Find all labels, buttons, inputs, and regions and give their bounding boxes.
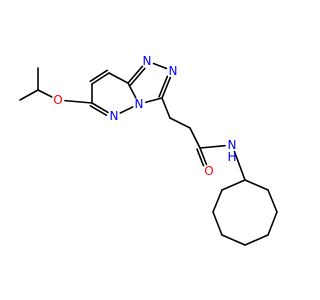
bond-18 xyxy=(199,144,226,149)
bond-17 xyxy=(199,147,208,166)
bond-ring-4 xyxy=(221,234,246,246)
atom-o-ether: O xyxy=(53,93,62,107)
bond-3-double xyxy=(89,104,108,116)
bond-7 xyxy=(152,62,168,70)
bond-1-double xyxy=(89,69,109,83)
atom-n-amide: N xyxy=(228,138,237,152)
bond-ring-7 xyxy=(221,179,246,191)
bond-11 xyxy=(37,89,53,98)
bond-1 xyxy=(91,72,110,85)
bond-14 xyxy=(161,97,171,119)
bond-12 xyxy=(19,89,39,101)
bond-ring-2 xyxy=(267,211,278,236)
bond-ring-1 xyxy=(267,189,278,213)
atom-h-amide: H xyxy=(227,150,236,164)
bond-lines xyxy=(19,62,278,246)
bond-amide-ring xyxy=(233,150,246,181)
atom-n-triazole-right: N xyxy=(169,64,178,78)
atom-n-triazole-top: N xyxy=(143,54,152,68)
bond-9 xyxy=(144,97,163,104)
bond-4 xyxy=(119,106,134,114)
bond-8-double xyxy=(158,75,169,98)
bond-ring-0 xyxy=(244,179,269,191)
bond-5 xyxy=(127,82,137,99)
bond-3 xyxy=(91,102,109,114)
molecule-structure: N N N N O O N H xyxy=(19,54,278,246)
bond-6-double xyxy=(129,67,146,86)
bond-ring-5 xyxy=(212,211,223,236)
bond-0 xyxy=(108,72,129,84)
atom-labels: N N N N O O N H xyxy=(53,54,236,178)
bond-10 xyxy=(64,99,93,104)
atom-n-pyridazine: N xyxy=(110,109,119,123)
bond-ring-6 xyxy=(212,189,223,213)
atom-o-carbonyl: O xyxy=(204,164,213,178)
bond-15 xyxy=(169,117,191,129)
bond-6 xyxy=(127,65,144,84)
bond-8 xyxy=(161,76,172,99)
bond-16 xyxy=(189,127,201,149)
bond-ring-3 xyxy=(244,234,269,246)
bond-17-double xyxy=(196,148,205,167)
atom-n-bridgehead: N xyxy=(135,97,144,111)
